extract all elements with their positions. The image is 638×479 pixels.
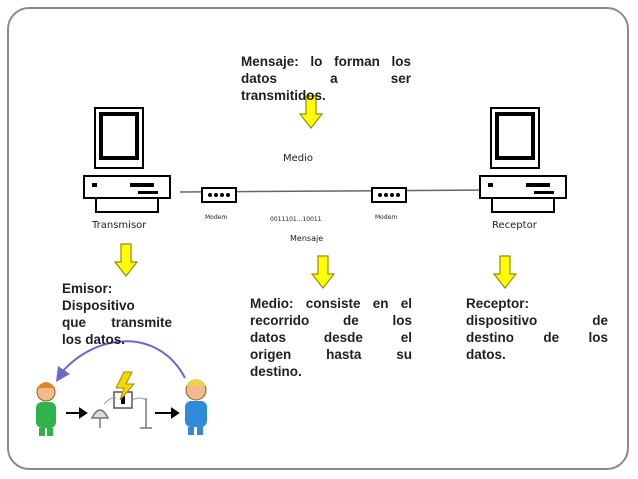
receptor-line: datos. <box>466 347 506 362</box>
receiver-person-icon <box>185 379 207 435</box>
modem-right-icon <box>371 187 407 203</box>
modem-left-icon <box>201 187 237 203</box>
medio-line: datos desde el <box>250 330 412 345</box>
receptor-line: destino de los <box>466 330 608 345</box>
mensaje-line: transmitidos. <box>241 88 326 103</box>
sender-person-icon <box>36 382 56 436</box>
down-arrow-receptor-icon <box>492 255 518 289</box>
emisor-line: Dispositivo <box>62 298 135 313</box>
diagram-label-receptor: Receptor <box>492 220 537 231</box>
receptor-line: dispositivo de <box>466 313 608 328</box>
antenna-icon <box>140 398 152 429</box>
emisor-text: Emisor: Dispositivo que transmite los da… <box>62 280 172 348</box>
emisor-line: que transmite <box>62 315 172 330</box>
transmitter-computer-icon <box>83 107 171 213</box>
receptor-text: Receptor: dispositivo de destino de los … <box>466 295 608 363</box>
diagram-label-transmisor: Transmisor <box>92 220 147 231</box>
medio-line: origen hasta su <box>250 347 412 362</box>
diagram-label-binary: 0011101...10011 <box>270 216 322 223</box>
medio-line: Medio: consiste en el <box>250 296 412 311</box>
receiver-computer-icon <box>479 107 567 213</box>
emisor-line: los datos. <box>62 332 126 347</box>
medio-line: recorrido de los <box>250 313 412 328</box>
medio-line: destino. <box>250 364 302 379</box>
receptor-line: Receptor: <box>466 296 530 311</box>
mensaje-line: Mensaje: lo forman los <box>241 54 411 69</box>
dish-icon <box>90 409 110 428</box>
diagram-label-medio: Medio <box>283 153 314 164</box>
diagram-label-modem-left: Modem <box>205 214 228 221</box>
down-arrow-medio-icon <box>310 255 336 289</box>
down-arrow-emisor-icon <box>113 243 139 277</box>
lightning-icon <box>115 371 136 401</box>
feedback-arrowhead-icon <box>56 366 70 382</box>
diagram-label-modem-right: Modem <box>375 214 398 221</box>
medio-text: Medio: consiste en el recorrido de los d… <box>250 295 412 380</box>
mensaje-text: Mensaje: lo forman los datos a ser trans… <box>241 53 411 104</box>
diagram-label-mensaje: Mensaje <box>290 234 324 243</box>
emisor-line: Emisor: <box>62 281 113 296</box>
slide-frame <box>7 7 629 470</box>
feedback-curve-arrow <box>61 340 186 379</box>
mensaje-line: datos a ser <box>241 71 411 86</box>
down-arrow-mensaje-icon <box>298 95 324 129</box>
